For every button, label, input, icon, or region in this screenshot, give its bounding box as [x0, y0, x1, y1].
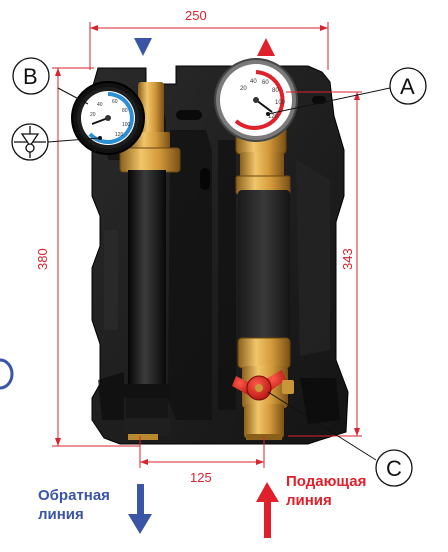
dimension-lines	[52, 22, 362, 468]
return-pipe	[128, 170, 166, 388]
gauge-tick: 20	[240, 86, 247, 92]
dimension-width-top: 250	[185, 8, 207, 23]
supply-line-caption-1: Подающая	[286, 473, 367, 490]
supply-line-caption-2: линия	[286, 492, 332, 509]
callout-b-label: B	[23, 64, 38, 89]
gauge-tick: 120	[268, 114, 279, 120]
supply-line-caption: Подающая линия	[286, 472, 366, 510]
flow-direction-down-icon	[134, 38, 152, 56]
return-line-caption-2: линия	[38, 506, 84, 523]
gauge-tick: 60	[262, 80, 269, 86]
dimension-arrowheads	[55, 25, 360, 465]
flow-direction-up-icon	[257, 38, 275, 56]
edge-partial-circle	[0, 358, 14, 390]
callout-c: C	[375, 449, 413, 487]
callout-a-label: A	[400, 74, 415, 99]
check-valve-symbol-icon	[11, 123, 49, 161]
dimension-height-left: 380	[35, 248, 50, 270]
gauge-tick: 60	[112, 99, 118, 105]
callout-a: A	[389, 67, 427, 105]
return-line-caption: Обратная линия	[38, 486, 110, 524]
supply-flow-arrow-icon	[256, 482, 279, 538]
callout-b: B	[12, 57, 50, 95]
gauge-tick: 20	[90, 112, 96, 118]
gauge-tick: 100	[275, 100, 286, 106]
supply-pipe	[238, 190, 290, 340]
gauge-tick: 40	[97, 102, 103, 108]
return-thermometer: 40 60 80 100 120 20	[71, 81, 145, 155]
gauge-tick: 80	[122, 108, 128, 114]
gauge-tick: 120	[115, 132, 124, 138]
return-line-assembly	[119, 82, 181, 440]
gauge-tick: 80	[272, 88, 279, 94]
return-flow-arrow-icon	[128, 484, 152, 534]
gauge-tick: 100	[122, 122, 131, 128]
ball-valve-handle	[232, 370, 286, 401]
return-line-caption-1: Обратная	[38, 487, 110, 504]
callout-c-label: C	[386, 456, 402, 481]
gauge-tick: 40	[250, 79, 257, 85]
supply-thermometer: 20 40 60 80 100 120	[214, 58, 298, 142]
dimension-height-right: 343	[340, 248, 355, 270]
callout-leaders	[47, 87, 391, 461]
dimension-width-bottom: 125	[190, 470, 212, 485]
supply-line-assembly	[232, 119, 294, 440]
